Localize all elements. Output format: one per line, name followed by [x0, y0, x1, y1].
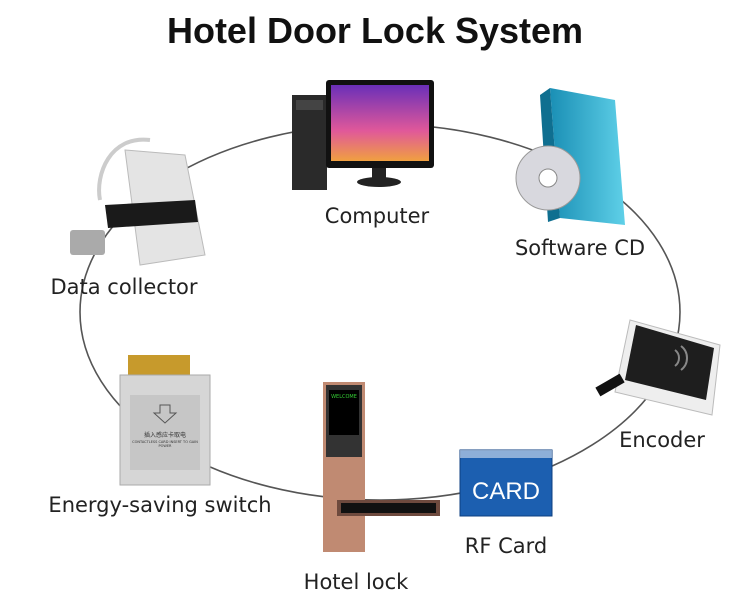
diagram-title: Hotel Door Lock System: [166, 10, 584, 51]
data-collector-icon: [70, 137, 206, 266]
encoder-label: Encoder: [619, 428, 705, 452]
computer-label: Computer: [324, 204, 430, 228]
data-collector-label: Data collector: [50, 275, 198, 299]
rf-card-label: RF Card: [464, 534, 548, 558]
switch-text: 插入感应卡取电: [143, 432, 186, 439]
software-cd-label: Software CD: [514, 236, 646, 260]
computer-icon: [292, 80, 434, 190]
encoder-icon: [595, 319, 721, 416]
energy-saving-switch-label: Energy-saving switch: [48, 493, 272, 517]
hotel-lock-label: Hotel lock: [303, 570, 409, 594]
software-cd-icon: [515, 88, 625, 225]
switch-subtext: CONTACTLESS CARD INSERT TO GAIN POWER: [132, 440, 198, 448]
rf-card-icon: [459, 449, 553, 517]
energy-saving-switch-icon: [119, 355, 211, 486]
card-text: CARD: [471, 478, 540, 505]
hotel-lock-icon: [323, 382, 440, 552]
lock-screen-text: WELCOME: [331, 394, 357, 400]
